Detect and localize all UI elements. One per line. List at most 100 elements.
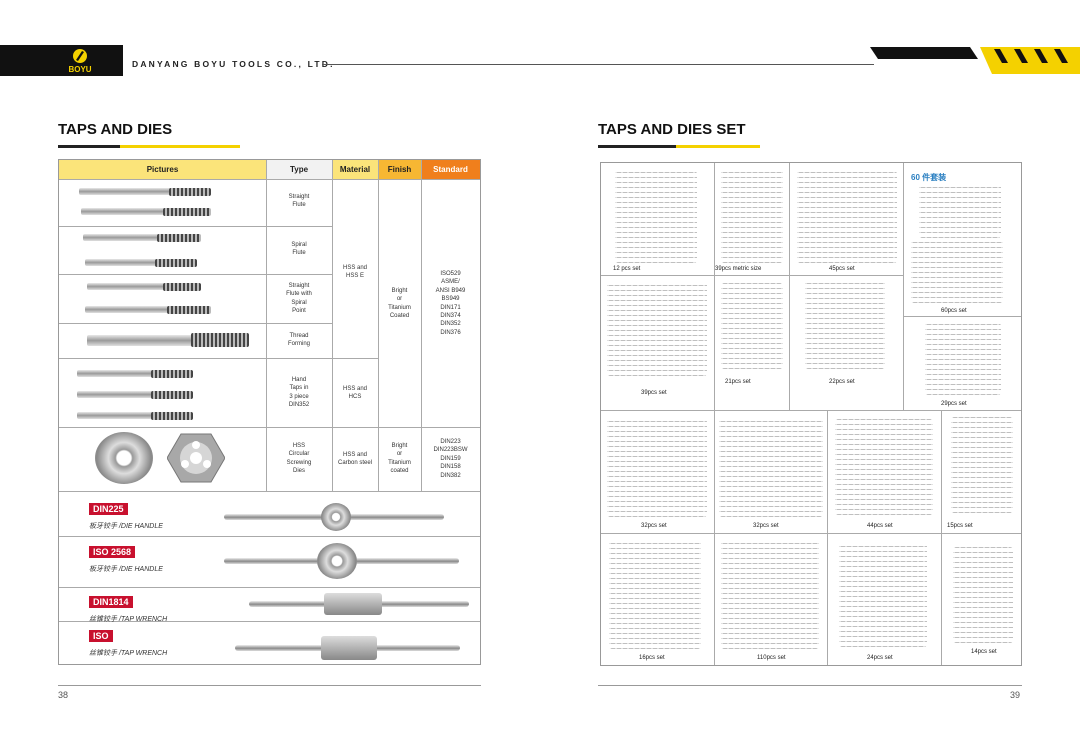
tap-thread bbox=[157, 234, 201, 242]
set-case-image bbox=[953, 547, 1013, 643]
header-divider-bar bbox=[112, 45, 115, 76]
handle-name: 板牙铰手 /DIE HANDLE bbox=[89, 566, 163, 573]
set-case-image bbox=[951, 417, 1013, 513]
set-case-image bbox=[797, 171, 897, 263]
sixty-set-label: 60 件套装 bbox=[911, 173, 947, 182]
set-case-image bbox=[835, 419, 933, 515]
company-name: DANYANG BOYU TOOLS CO., LTD. bbox=[132, 59, 335, 69]
handle-code-badge: DIN225 bbox=[89, 503, 128, 515]
handle-code-badge: ISO bbox=[89, 630, 113, 642]
set-case-image bbox=[919, 183, 1001, 238]
tap-wrench-body bbox=[321, 636, 377, 660]
title-underline-accent bbox=[120, 145, 240, 148]
row-divider bbox=[59, 323, 332, 324]
tap-thread bbox=[155, 259, 197, 267]
grid-divider bbox=[601, 533, 1021, 534]
grid-divider bbox=[601, 275, 903, 276]
boyu-logo: BOYU bbox=[62, 47, 98, 75]
set-case-image bbox=[721, 539, 819, 649]
tap-thread bbox=[191, 333, 249, 347]
grid-divider bbox=[941, 410, 942, 665]
grid-divider bbox=[789, 163, 790, 410]
col-header-finish: Finish bbox=[378, 160, 421, 179]
spiral-flute-tap-image bbox=[85, 259, 197, 266]
set-case-image bbox=[925, 323, 1001, 395]
set-caption: 39pcs metric size bbox=[715, 266, 762, 272]
handle-name: 丝锥铰手 /TAP WRENCH bbox=[89, 616, 168, 623]
col-divider bbox=[421, 160, 422, 491]
row-divider bbox=[59, 358, 378, 359]
page-number-left: 38 bbox=[58, 690, 69, 700]
spiral-point-tap-image bbox=[85, 306, 209, 313]
tap-thread bbox=[169, 188, 211, 196]
spiral-point-tap-image bbox=[87, 283, 201, 290]
set-caption: 24pcs set bbox=[867, 655, 893, 661]
col-header-pictures: Pictures bbox=[59, 160, 266, 179]
hand-tap-image bbox=[77, 370, 193, 377]
tap-wrench-body bbox=[324, 593, 382, 615]
hand-tap-image bbox=[77, 412, 193, 419]
tap-thread bbox=[151, 412, 193, 420]
col-header-type: Type bbox=[266, 160, 332, 179]
handle-name: 丝锥铰手 /TAP WRENCH bbox=[89, 650, 168, 657]
set-case-image bbox=[721, 169, 783, 263]
header-rule bbox=[322, 64, 874, 65]
round-die-image bbox=[95, 432, 153, 484]
row-divider bbox=[59, 621, 480, 622]
set-case-image bbox=[607, 281, 707, 376]
spiral-flute-tap-image bbox=[83, 234, 201, 241]
col-header-standard: Standard bbox=[421, 160, 480, 179]
set-caption: 60pcs set bbox=[941, 308, 967, 314]
set-caption: 39pcs set bbox=[641, 390, 667, 396]
set-case-image bbox=[609, 539, 701, 649]
set-case-image bbox=[805, 281, 885, 369]
set-caption: 29pcs set bbox=[941, 401, 967, 407]
taps-dies-table: Pictures Type Material Finish Standard bbox=[58, 159, 481, 665]
header-divider-bar bbox=[118, 45, 121, 76]
sets-grid: 12 pcs set 39pcs metric size 45pcs set 6… bbox=[600, 162, 1022, 666]
tap-thread bbox=[151, 391, 193, 399]
title-underline bbox=[58, 145, 120, 148]
die-handle-hub bbox=[317, 543, 357, 579]
handle-code-badge: ISO 2568 bbox=[89, 546, 136, 558]
handle-iso2568: ISO 2568 板牙铰手 /DIE HANDLE bbox=[89, 542, 163, 574]
handle-code-badge: DIN1814 bbox=[89, 596, 133, 608]
thread-forming-tap-image bbox=[87, 335, 247, 346]
set-caption: 44pcs set bbox=[867, 523, 893, 529]
straight-flute-tap-image bbox=[81, 208, 209, 215]
grid-divider bbox=[714, 163, 715, 410]
tap-thread bbox=[163, 208, 211, 216]
col-divider bbox=[266, 160, 267, 491]
row-divider bbox=[59, 427, 480, 428]
grid-divider bbox=[714, 410, 715, 665]
set-case-image bbox=[721, 283, 783, 369]
row-divider bbox=[59, 274, 332, 275]
set-caption: 32pcs set bbox=[641, 523, 667, 529]
set-case-image bbox=[615, 171, 697, 263]
set-caption: 110pcs set bbox=[757, 655, 786, 661]
straight-flute-tap-image bbox=[79, 188, 209, 195]
set-case-image bbox=[719, 417, 823, 517]
grid-divider bbox=[827, 410, 828, 665]
grid-divider bbox=[903, 163, 904, 410]
row-divider bbox=[59, 587, 480, 588]
handle-iso: ISO 丝锥铰手 /TAP WRENCH bbox=[89, 626, 167, 658]
handle-name: 板牙铰手 /DIE HANDLE bbox=[89, 523, 163, 530]
footer-rule bbox=[598, 685, 1022, 686]
col-divider bbox=[378, 160, 379, 491]
set-case-image bbox=[607, 419, 707, 517]
die-handle-hub bbox=[321, 503, 351, 531]
left-page-title: TAPS AND DIES bbox=[58, 121, 173, 138]
